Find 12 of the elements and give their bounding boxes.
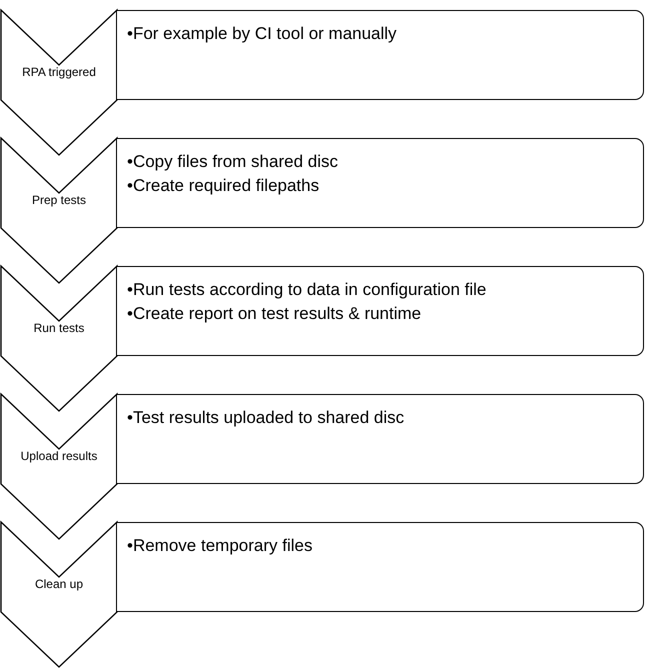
bullet-text: •Run tests according to data in configuration file (127, 279, 488, 301)
step-label: Clean up (34, 576, 84, 592)
step-label: Prep tests (30, 192, 88, 208)
bullet-text: •Create required filepaths (127, 175, 320, 197)
bullet-text: •Remove temporary files (127, 535, 314, 557)
bullet-text: •Create report on test results & runtime (127, 303, 422, 325)
step-label: Upload results (20, 448, 98, 464)
step-label: Run tests (32, 320, 86, 336)
bullet-text: •Copy files from shared disc (127, 151, 339, 173)
step-label: RPA triggered (21, 64, 97, 80)
bullet-text: •Test results uploaded to shared disc (127, 407, 406, 429)
bullet-text: •For example by CI tool or manually (127, 23, 398, 45)
